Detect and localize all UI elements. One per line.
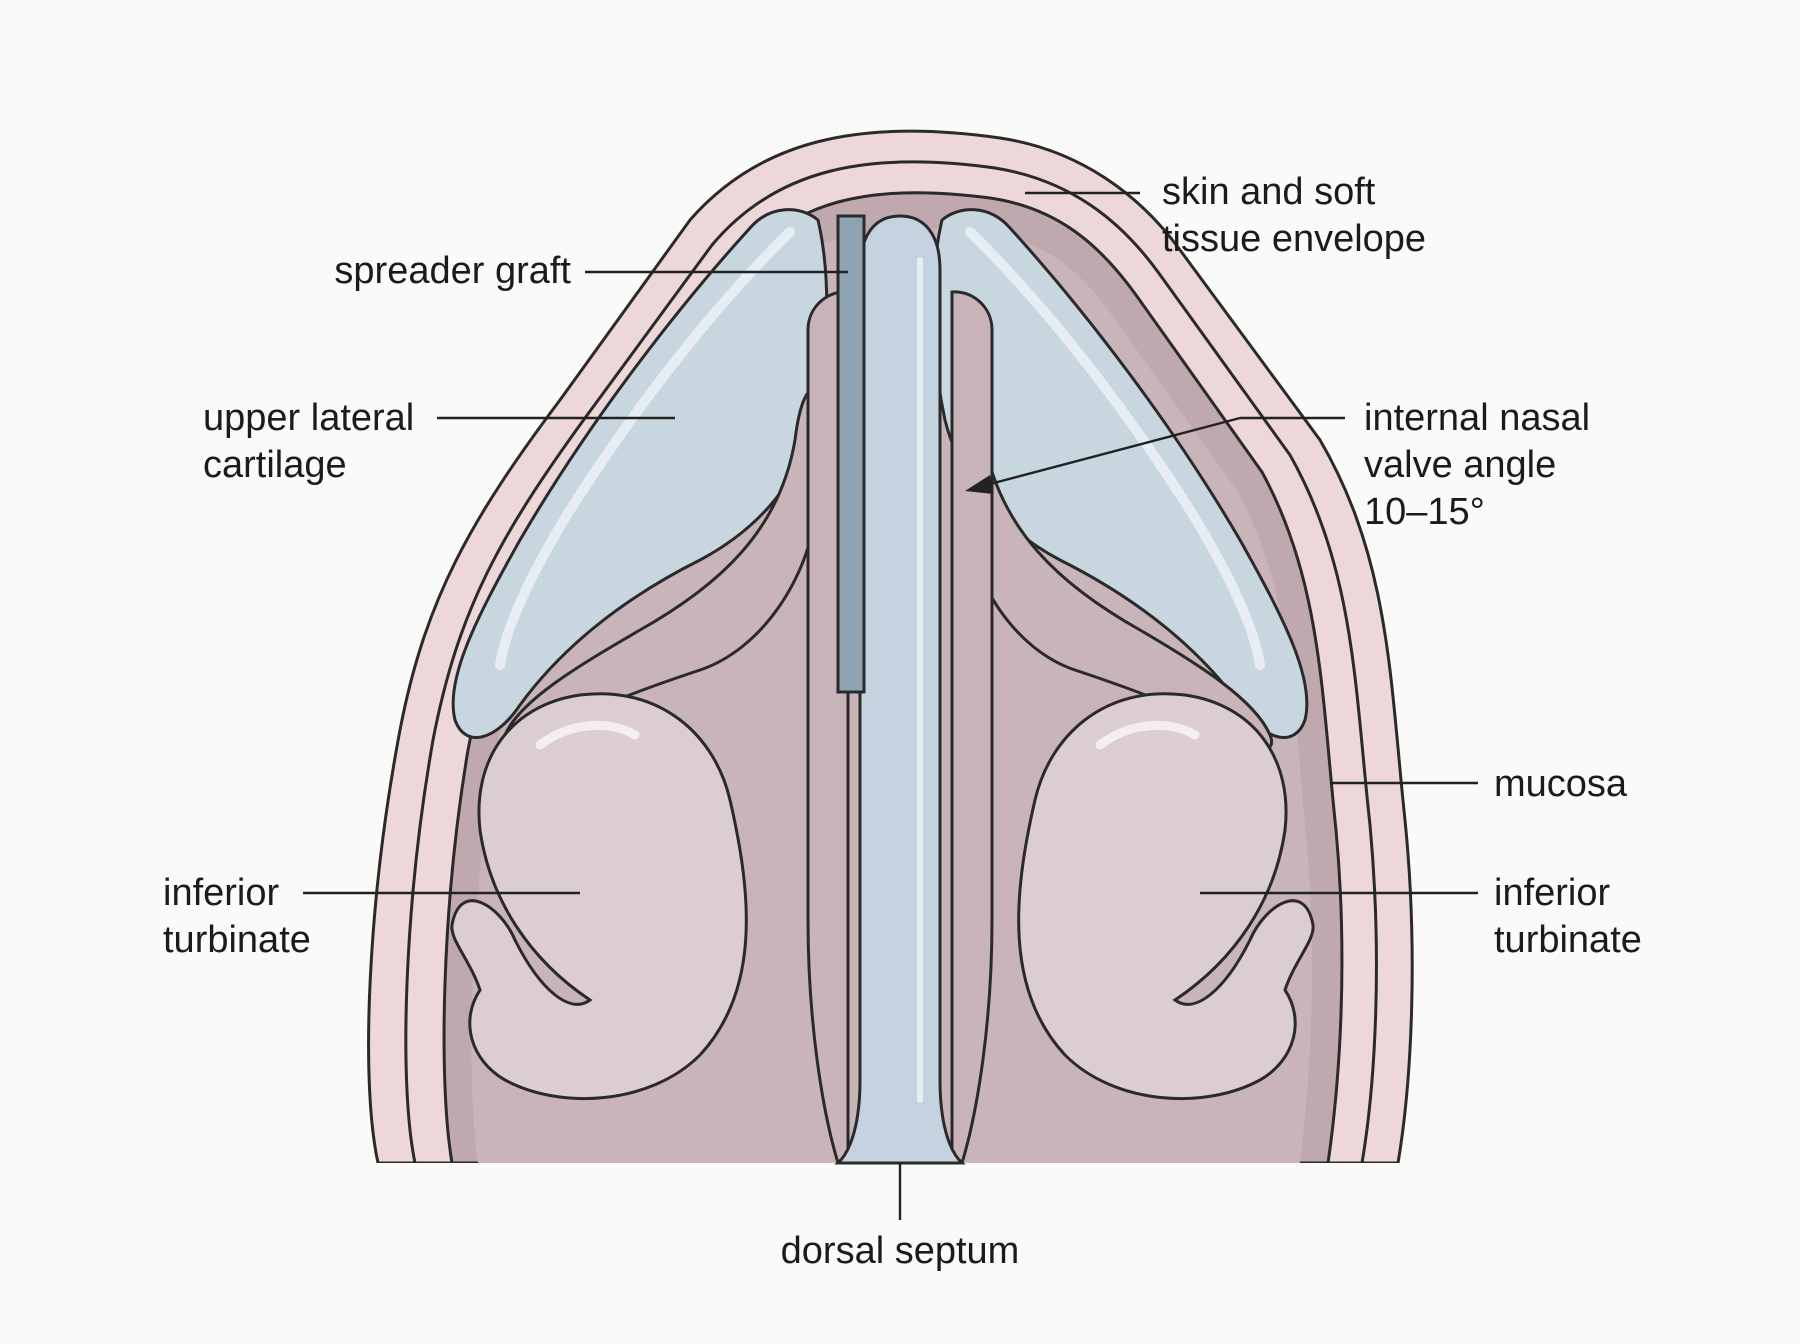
label-valve-line-3: 10–15° [1364, 491, 1485, 533]
upper-lateral-cartilage-right [931, 208, 1309, 739]
label-skin-line-2: tissue envelope [1162, 218, 1426, 260]
label-turbinate-right-line-2: turbinate [1494, 919, 1642, 961]
label-ulc-line-1: upper lateral [203, 397, 414, 439]
label-mucosa: mucosa [1494, 763, 1628, 805]
label-turbinate-left-line-1: inferior [163, 872, 279, 914]
spreader-graft [836, 214, 866, 694]
label-turbinate-right-line-1: inferior [1494, 872, 1610, 914]
label-turbinate-left-line-2: turbinate [163, 919, 311, 961]
upper-lateral-cartilage-left-highlight [495, 227, 795, 670]
label-ulc-line-2: cartilage [203, 444, 347, 486]
label-valve-line-1: internal nasal [1364, 397, 1590, 439]
septal-mucosa-right [950, 290, 994, 1165]
leader-valve-arrow [974, 416, 1241, 490]
label-spreader-graft: spreader graft [334, 250, 571, 292]
label-skin-line-1: skin and soft [1162, 171, 1376, 213]
label-dorsal-septum: dorsal septum [781, 1230, 1020, 1272]
mucosal-fold-right [958, 388, 1273, 751]
upper-lateral-cartilage-right-highlight [965, 227, 1265, 670]
inferior-turbinate-left-highlight [535, 720, 640, 750]
label-valve-line-2: valve angle [1364, 444, 1556, 486]
inferior-turbinate-right-highlight [1095, 720, 1200, 750]
inferior-turbinate-left [450, 692, 748, 1101]
valve-arrowhead [965, 475, 993, 494]
inferior-turbinate-right [1017, 692, 1315, 1101]
